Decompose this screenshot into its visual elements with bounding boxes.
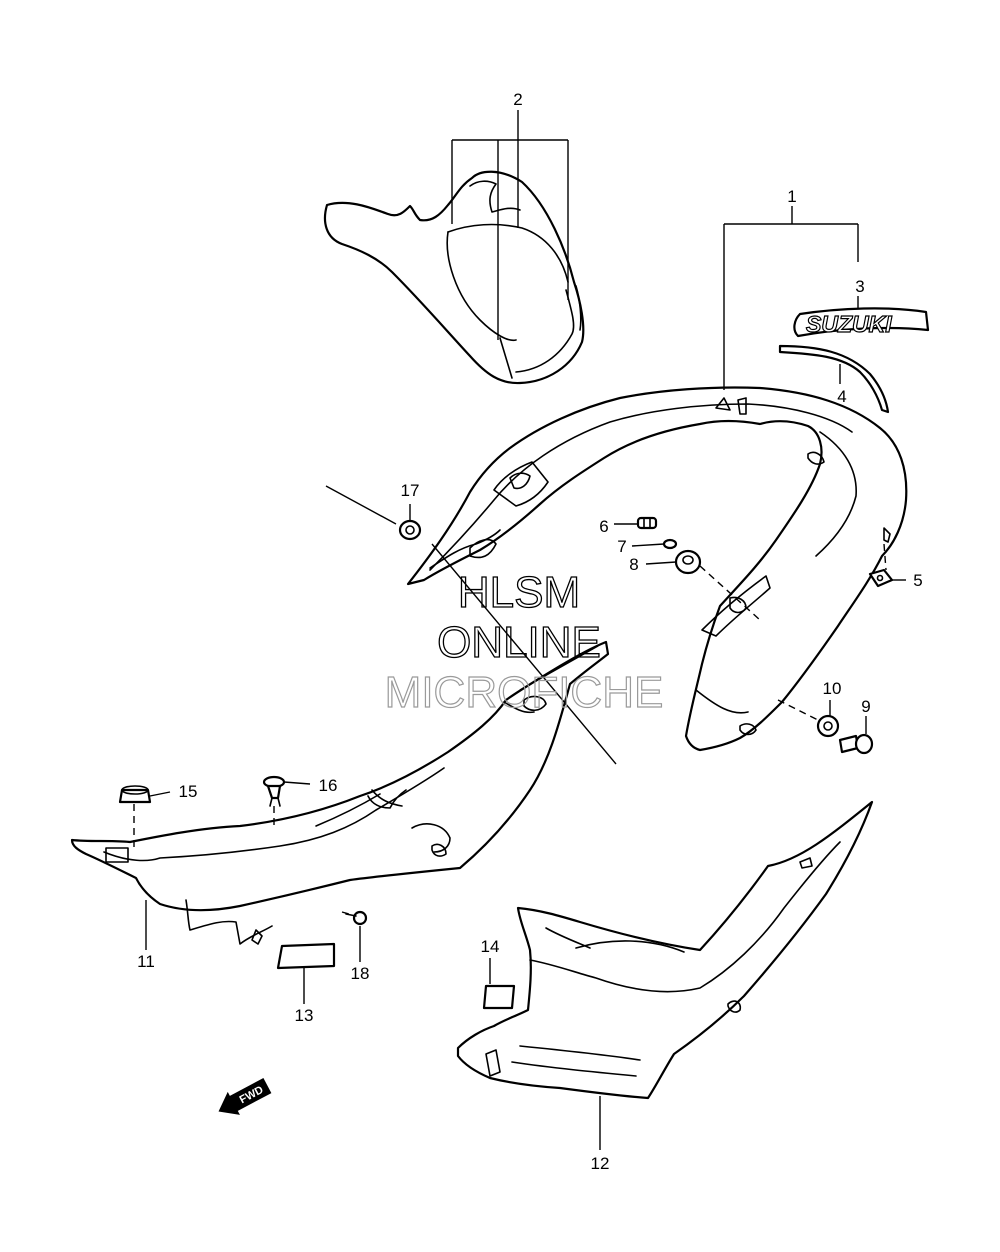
callout-7: 7 (617, 537, 626, 556)
tail-cowl-part-2 (323, 170, 585, 385)
callout-14: 14 (481, 937, 500, 956)
emblem-text: SUZUKI (806, 311, 892, 337)
screw-part-9 (838, 733, 874, 755)
side-cover-right-part-12 (456, 800, 874, 1100)
screw-part-18 (345, 910, 368, 926)
callout-13: 13 (295, 1006, 314, 1025)
pad-part-14 (482, 984, 516, 1010)
callout-1: 1 (787, 187, 796, 206)
grommet-part-10 (816, 714, 840, 738)
cushion-part-8 (674, 549, 702, 575)
callout-labels: 2 1 3 4 17 6 7 8 5 10 9 15 16 11 18 13 1… (137, 90, 923, 1173)
callout-6: 6 (599, 517, 608, 536)
leader-lines (133, 110, 906, 1150)
nut-clip-part-5 (868, 568, 894, 588)
seat-tail-frame-part-1 (406, 386, 908, 752)
callout-4: 4 (837, 387, 846, 406)
callout-5: 5 (913, 571, 922, 590)
grommet-part-17 (398, 519, 422, 541)
watermark-line-2: ONLINE (437, 618, 601, 667)
forward-direction-arrow: FWD (218, 1078, 272, 1115)
push-rivet-part-16 (262, 775, 286, 807)
pad-part-13 (276, 942, 336, 970)
callout-18: 18 (351, 964, 370, 983)
callout-16: 16 (319, 776, 338, 795)
trim-strip-part-4 (778, 344, 890, 414)
bolt-part-6 (636, 516, 658, 530)
callout-15: 15 (179, 782, 198, 801)
side-cover-left-part-11 (70, 640, 610, 945)
suzuki-emblem-part-3: SUZUKI (793, 307, 930, 338)
callout-3: 3 (855, 277, 864, 296)
callout-8: 8 (629, 555, 638, 574)
watermark: HLSM ONLINE MICROFICHE (384, 567, 664, 717)
grommet-part-15 (118, 785, 152, 804)
callout-2: 2 (513, 90, 522, 109)
callout-11: 11 (137, 952, 155, 971)
washer-part-7 (662, 538, 678, 550)
watermark-line-3: MICROFICHE (385, 668, 664, 717)
callout-10: 10 (823, 679, 842, 698)
watermark-line-1: HLSM (458, 568, 580, 617)
callout-12: 12 (591, 1154, 610, 1173)
callout-17: 17 (401, 481, 420, 500)
callout-9: 9 (861, 697, 870, 716)
